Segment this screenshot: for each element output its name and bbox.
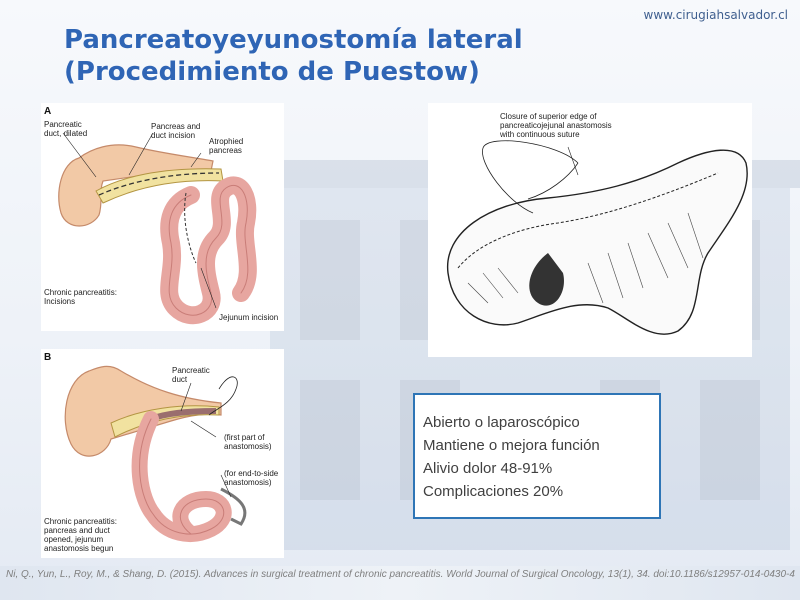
figure-b-panel: B Pancreatic duct (first part of anastom…	[41, 349, 284, 558]
label-first-part-of-anastomosis: (first part of anastomosis)	[224, 433, 272, 451]
info-line-2: Mantiene o mejora función	[423, 437, 600, 454]
label-pancreatic-duct-dilated: Pancreatic duct, dilated	[44, 120, 88, 138]
title-line-2: (Procedimiento de Puestow)	[64, 57, 480, 87]
figure-c-panel: Closure of superior edge of pancreaticoj…	[428, 103, 752, 357]
label-closure-superior-edge: Closure of superior edge of pancreaticoj…	[500, 112, 612, 139]
label-chronic-pancreatitis-incisions: Chronic pancreatitis: Incisions	[44, 288, 117, 306]
figure-b-letter: B	[44, 352, 52, 363]
title-line-1: Pancreatoyeyunostomía lateral	[64, 25, 523, 55]
footer-band	[0, 566, 800, 600]
site-url: www.cirugiahsalvador.cl	[643, 8, 788, 22]
slide-title: Pancreatoyeyunostomía lateral (Procedimi…	[64, 24, 584, 88]
figure-c-illustration	[447, 140, 748, 335]
figure-b-illustration	[64, 365, 247, 542]
figure-a-letter: A	[44, 106, 52, 117]
label-pancreatic-duct: Pancreatic duct	[172, 366, 210, 384]
label-for-end-to-side-anastomosis: (for end-to-side anastomosis)	[224, 469, 279, 487]
label-chronic-pancreatitis-opened: Chronic pancreatitis: pancreas and duct …	[44, 517, 117, 553]
citation: Ni, Q., Yun, L., Roy, M., & Shang, D. (2…	[6, 569, 795, 580]
label-pancreas-and-duct-incision: Pancreas and duct incision	[151, 122, 201, 140]
label-atrophied-pancreas: Atrophied pancreas	[209, 137, 244, 155]
info-box: Abierto o laparoscópico Mantiene o mejor…	[413, 393, 661, 519]
info-line-1: Abierto o laparoscópico	[423, 414, 580, 431]
figure-a-panel: A Pancreatic duct, dilated Pancreas and …	[41, 103, 284, 331]
label-jejunum-incision: Jejunum incision	[219, 313, 279, 322]
figure-a-illustration	[58, 132, 257, 325]
info-line-3: Alivio dolor 48-91%	[423, 460, 553, 477]
info-line-4: Complicaciones 20%	[423, 483, 564, 500]
